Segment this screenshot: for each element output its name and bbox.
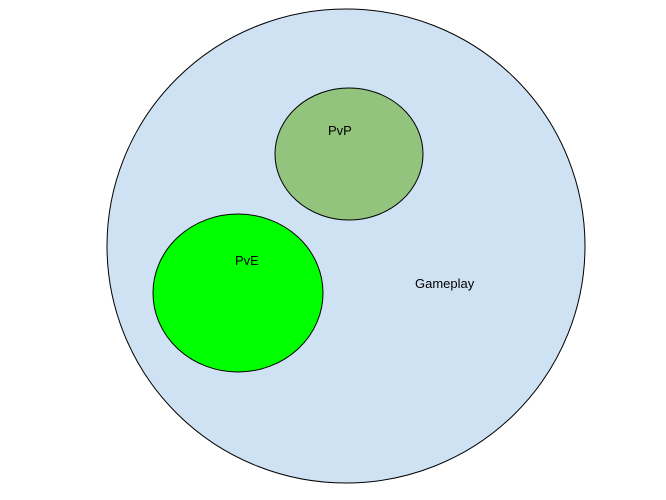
gameplay-label: Gameplay [415, 276, 475, 291]
pve-label: PvE [235, 253, 259, 268]
pve-circle [152, 213, 324, 373]
pvp-label: PvP [328, 123, 352, 138]
pvp-circle [274, 87, 424, 221]
